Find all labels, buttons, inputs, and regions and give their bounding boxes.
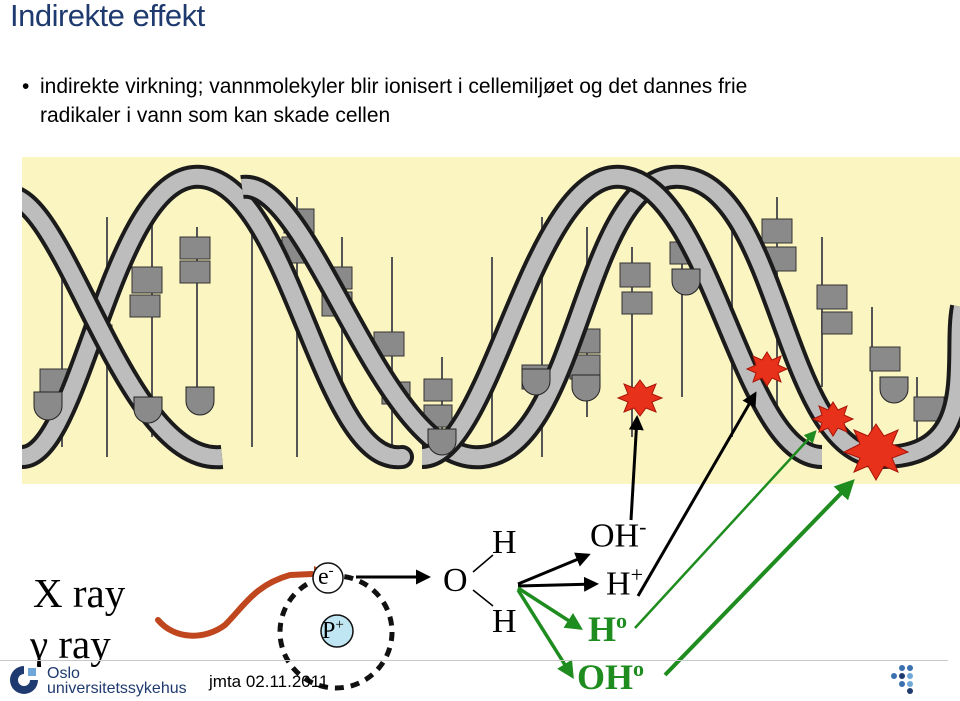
- footer-divider: [0, 660, 948, 661]
- proton-label: P+: [322, 617, 344, 644]
- water-hydrogen-bottom-label: H: [492, 603, 517, 640]
- electron-label: e-: [318, 563, 334, 590]
- hydroxide-ion-label: OH-: [590, 514, 647, 555]
- bullet-point: • indirekte virkning; vannmolekyler blir…: [22, 72, 782, 130]
- dna-helix-graphic: [22, 164, 960, 470]
- slide-title: Indirekte effekt: [10, 0, 205, 33]
- arrow-to-OH-minus: [517, 552, 591, 586]
- arrow-to-OH-radical: [516, 589, 574, 679]
- hydrogen-ion-label: H+: [606, 562, 643, 603]
- hospital-logo-text: Oslo universitetssykehus: [47, 665, 187, 697]
- hydrogen-radical-label: Ho: [588, 608, 628, 649]
- arrow-to-H-radical: [517, 586, 583, 630]
- hydroxyl-radical-label: OHo: [577, 656, 645, 697]
- water-oxygen-label: O: [443, 562, 468, 599]
- OH-radical-to-dna-arrow: [663, 479, 855, 677]
- arrow-to-H-plus: [517, 576, 599, 592]
- gamma-ray-label: γ ray: [30, 621, 111, 667]
- xray-label: X ray: [33, 570, 126, 616]
- dots-logo-icon: [891, 665, 913, 694]
- dna-helix-illustration: [22, 157, 960, 484]
- footer-date: jmta 02.11.2011: [209, 672, 329, 691]
- water-hydrogen-top-label: H: [492, 524, 517, 561]
- bullet-marker: •: [22, 75, 30, 98]
- hospital-logo-icon: [10, 666, 38, 694]
- nucleotide-front-blocks: [33, 268, 909, 456]
- xray-wavy-arrow: [155, 571, 315, 639]
- bullet-text: indirekte virkning; vannmolekyler blir i…: [40, 75, 748, 127]
